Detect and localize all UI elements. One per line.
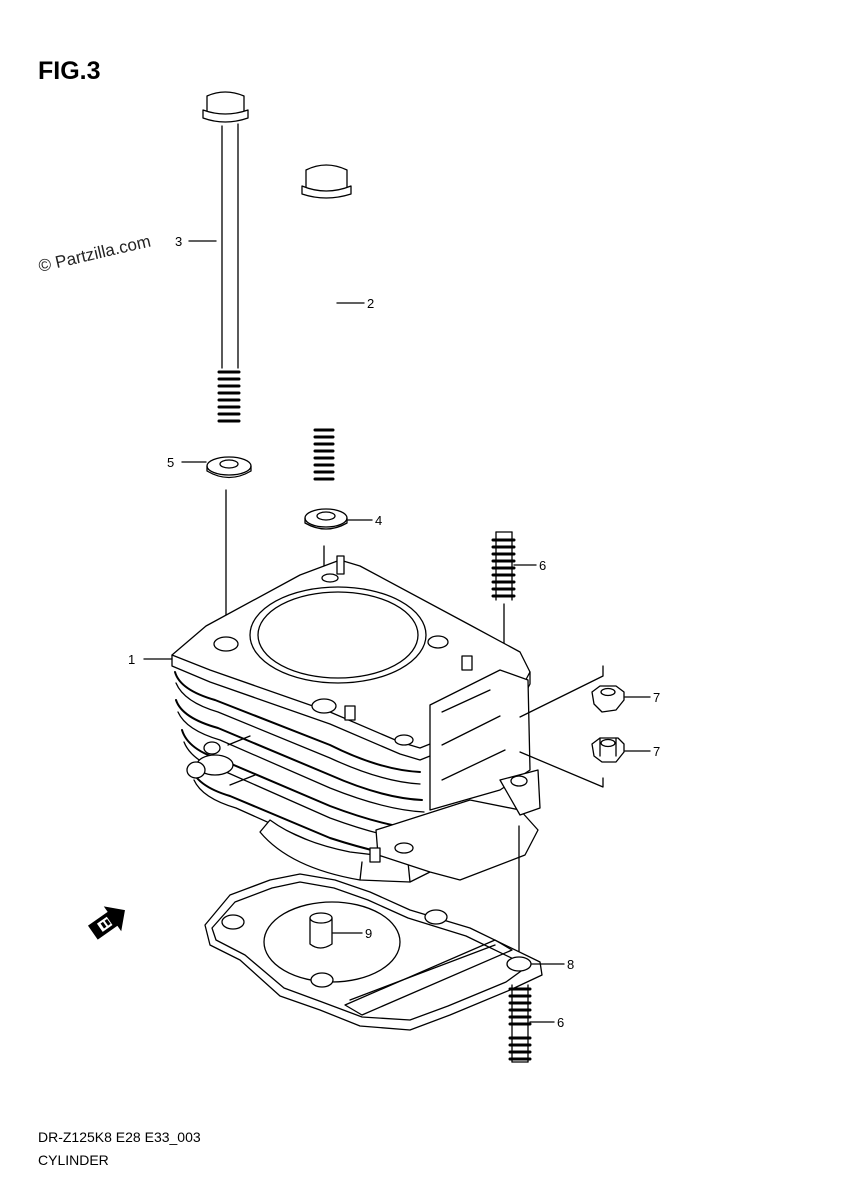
part-3-bolt: [202, 91, 249, 423]
part-6-stud-lower: [508, 984, 532, 1063]
callout-leaders: [143, 240, 651, 1023]
callout-6-lower: 6: [557, 1015, 564, 1030]
callout-1: 1: [128, 652, 135, 667]
callout-7-upper: 7: [653, 690, 660, 705]
callout-9: 9: [365, 926, 372, 941]
callout-4: 4: [375, 513, 382, 528]
callout-6-upper: 6: [539, 558, 546, 573]
model-code: DR-Z125K8 E28 E33_003: [38, 1129, 201, 1145]
part-1-cylinder: [171, 555, 541, 883]
part-4-washer: [304, 508, 348, 530]
part-9-dowel-pin: [309, 912, 333, 949]
callout-2: 2: [367, 296, 374, 311]
callout-5: 5: [167, 455, 174, 470]
part-2-bolt: [301, 164, 352, 481]
callout-3: 3: [175, 234, 182, 249]
leader-bracket-top: [519, 665, 604, 718]
part-7-nut-lower: [591, 737, 625, 763]
leader-bracket-bottom: [519, 751, 604, 788]
part-8-gasket: [204, 873, 543, 1031]
part-5-washer: [206, 456, 252, 479]
front-arrow-icon: [87, 906, 125, 940]
callout-8: 8: [567, 957, 574, 972]
figure-title: FIG.3: [38, 57, 101, 85]
watermark: © Partzilla.com: [37, 232, 153, 276]
callout-7-lower: 7: [653, 744, 660, 759]
part-7-nut-upper: [591, 685, 625, 713]
section-name: CYLINDER: [38, 1152, 109, 1168]
